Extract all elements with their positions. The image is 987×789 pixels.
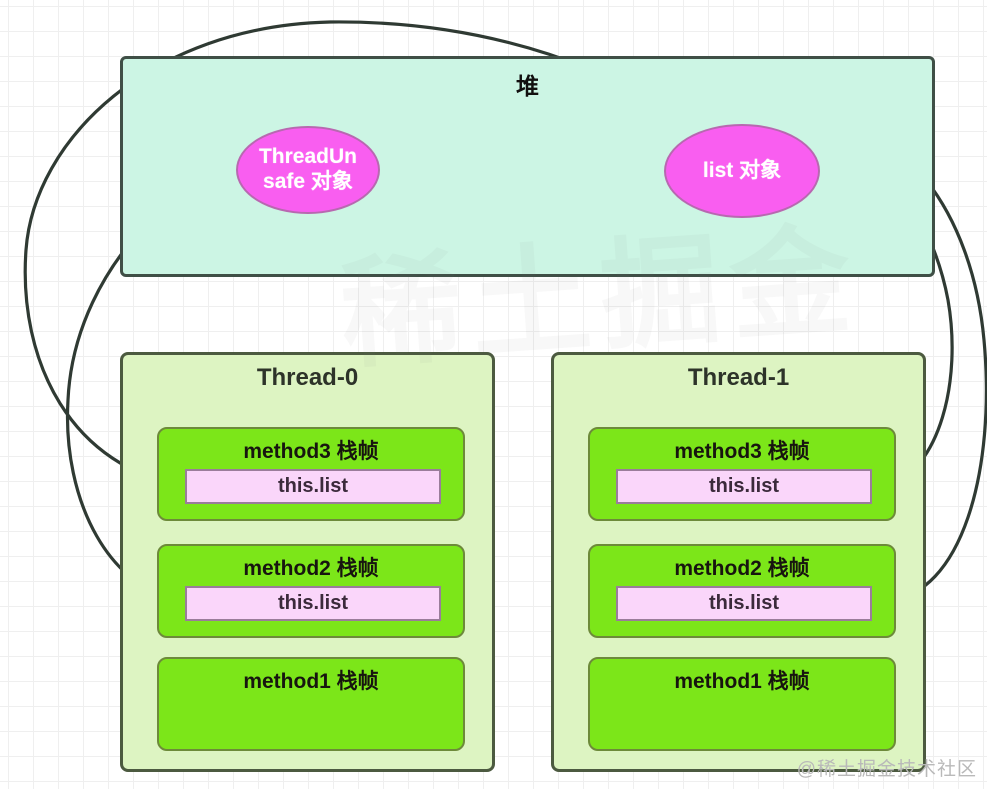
watermark-ghost: 稀土掘金 bbox=[336, 212, 865, 383]
frame-method1-title: method1 栈帧 bbox=[674, 670, 810, 693]
thread-1-title: Thread-1 bbox=[687, 364, 790, 391]
slot-this-list[interactable]: this.list bbox=[185, 586, 441, 621]
thread-0-title: Thread-0 bbox=[256, 364, 359, 391]
object-list[interactable]: list 对象 bbox=[664, 124, 820, 218]
object-threadunsafe-label: ThreadUn safe 对象 bbox=[258, 145, 357, 193]
frame-method3-title: method3 栈帧 bbox=[674, 440, 810, 463]
frame-method3-title: method3 栈帧 bbox=[243, 440, 379, 463]
thread-1-frames: method3 栈帧 this.list method2 栈帧 this.lis… bbox=[554, 355, 923, 769]
slot-this-list[interactable]: this.list bbox=[616, 586, 872, 621]
watermark-brand: @稀土掘金技术社区 bbox=[796, 759, 977, 780]
object-threadunsafe[interactable]: ThreadUn safe 对象 bbox=[236, 126, 380, 214]
frame-method2[interactable]: method2 栈帧 this.list bbox=[157, 544, 465, 638]
frame-method3[interactable]: method3 栈帧 this.list bbox=[157, 427, 465, 521]
thread-0-frames: method3 栈帧 this.list method2 栈帧 this.lis… bbox=[123, 355, 492, 769]
frame-method1[interactable]: method1 栈帧 bbox=[157, 657, 465, 751]
frame-method1-title: method1 栈帧 bbox=[243, 670, 379, 693]
frame-method2-title: method2 栈帧 bbox=[674, 557, 810, 580]
frame-method2-title: method2 栈帧 bbox=[243, 557, 379, 580]
thread-stack-thread-0: Thread-0 method3 栈帧 this.list method2 栈帧… bbox=[120, 352, 495, 772]
slot-this-list[interactable]: this.list bbox=[616, 469, 872, 504]
thread-stack-thread-1: Thread-1 method3 栈帧 this.list method2 栈帧… bbox=[551, 352, 926, 772]
frame-method1[interactable]: method1 栈帧 bbox=[588, 657, 896, 751]
frame-method3[interactable]: method3 栈帧 this.list bbox=[588, 427, 896, 521]
heap-label: 堆 bbox=[516, 73, 539, 99]
object-list-label: list 对象 bbox=[702, 158, 782, 182]
frame-method2[interactable]: method2 栈帧 this.list bbox=[588, 544, 896, 638]
slot-this-list[interactable]: this.list bbox=[185, 469, 441, 504]
